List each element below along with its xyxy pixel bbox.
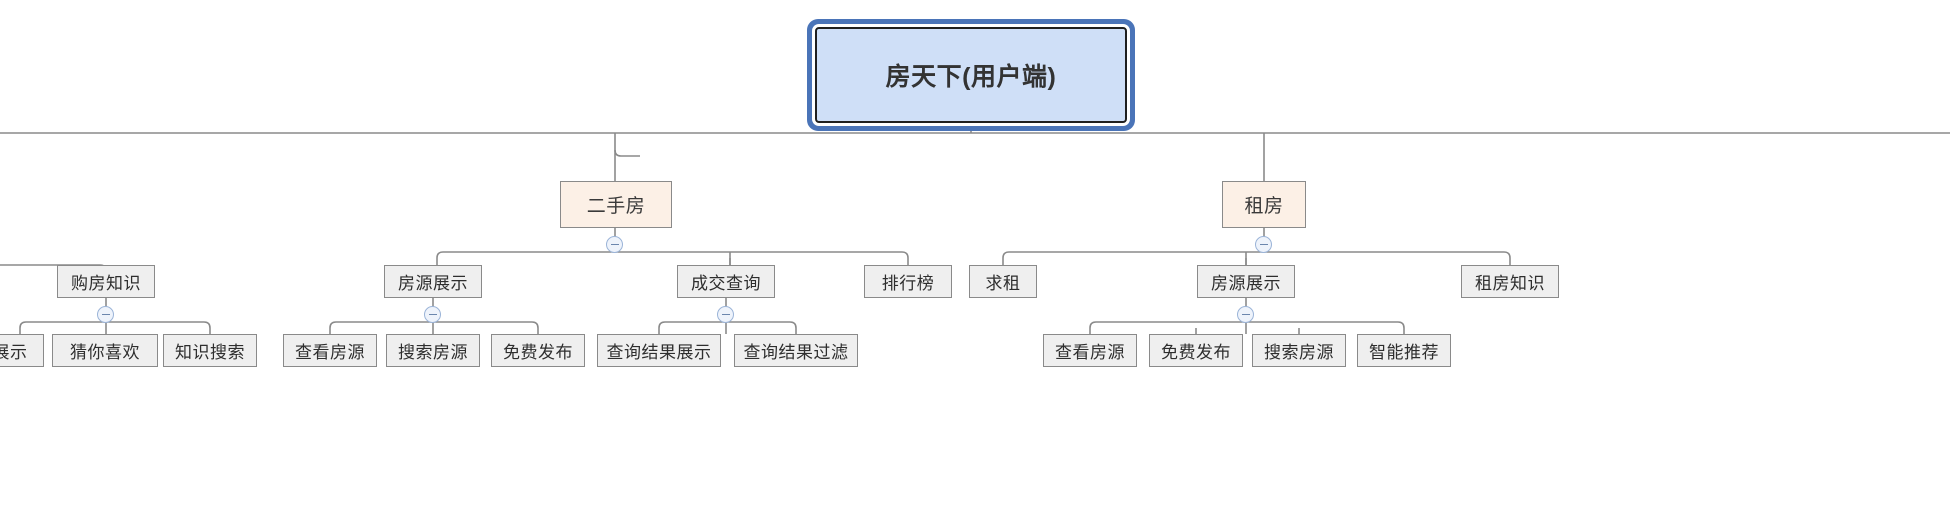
leaf-esf-mianfei-fabu[interactable]: 免费发布	[491, 334, 585, 367]
node-esf-fangyuan-zhanshi[interactable]: 房源展示	[384, 265, 482, 298]
minus-icon	[428, 314, 437, 315]
category-node-label: 二手房	[586, 196, 646, 217]
node-zf-qiuzu[interactable]: 求租	[969, 265, 1037, 298]
leaf-zf-zhineng-tuijian[interactable]: 智能推荐	[1357, 334, 1451, 367]
minus-icon	[721, 314, 730, 315]
leaf-esf-sousuo-fangyuan[interactable]: 搜索房源	[386, 334, 480, 367]
leaf-label: 搜索房源	[1264, 343, 1334, 362]
leaf-label: 查询结果展示	[606, 343, 712, 362]
leaf-zhishi-sousuo[interactable]: 知识搜索	[163, 334, 257, 367]
leaf-label: 知识搜索	[175, 343, 245, 362]
leaf-esf-chaxun-jieguo-guolv[interactable]: 查询结果过滤	[734, 334, 858, 367]
category-node-zufang[interactable]: 租房	[1222, 181, 1306, 228]
minus-icon	[101, 314, 110, 315]
node-label: 房源展示	[398, 274, 468, 293]
root-node-fangtianxia[interactable]: 房天下(用户端)	[815, 27, 1127, 123]
minus-icon	[1259, 244, 1268, 245]
leaf-label: 搜索房源	[398, 343, 468, 362]
collapse-toggle-gouf-zhishi[interactable]	[97, 306, 114, 323]
leaf-caini-xihuan[interactable]: 猜你喜欢	[52, 334, 158, 367]
leaf-label: 免费发布	[1161, 343, 1231, 362]
node-esf-paihangbang[interactable]: 排行榜	[864, 265, 952, 298]
leaf-label: 查询结果过滤	[743, 343, 849, 362]
node-zf-fangyuan-zhanshi[interactable]: 房源展示	[1197, 265, 1295, 298]
node-gouf-zhishi[interactable]: 购房知识	[57, 265, 155, 298]
leaf-label: 展示	[0, 343, 28, 362]
collapse-toggle-esf-chengjiao-chaxun[interactable]	[717, 306, 734, 323]
node-label: 排行榜	[881, 274, 935, 293]
category-node-ershoufang[interactable]: 二手房	[560, 181, 672, 228]
node-zf-zufang-zhishi[interactable]: 租房知识	[1461, 265, 1559, 298]
leaf-esf-chakan-fangyuan[interactable]: 查看房源	[283, 334, 377, 367]
node-label: 租房知识	[1475, 274, 1545, 293]
collapse-toggle-zufang[interactable]	[1255, 236, 1272, 253]
node-esf-chengjiao-chaxun[interactable]: 成交查询	[677, 265, 775, 298]
node-label: 求租	[985, 274, 1021, 293]
leaf-label: 查看房源	[1055, 343, 1125, 362]
leaf-zf-chakan-fangyuan[interactable]: 查看房源	[1043, 334, 1137, 367]
node-label: 购房知识	[71, 274, 141, 293]
node-label: 房源展示	[1211, 274, 1281, 293]
minus-icon	[1241, 314, 1250, 315]
node-label: 成交查询	[691, 274, 761, 293]
leaf-label: 查看房源	[295, 343, 365, 362]
leaf-zf-mianfei-fabu[interactable]: 免费发布	[1149, 334, 1243, 367]
collapse-toggle-esf-fangyuan-zhanshi[interactable]	[424, 306, 441, 323]
category-node-label: 租房	[1244, 196, 1284, 217]
leaf-label: 智能推荐	[1369, 343, 1439, 362]
minus-icon	[610, 244, 619, 245]
root-node-label: 房天下(用户端)	[885, 63, 1057, 91]
collapse-toggle-ershoufang[interactable]	[606, 236, 623, 253]
leaf-esf-chaxun-jieguo-zhanshi[interactable]: 查询结果展示	[597, 334, 721, 367]
leaf-label: 免费发布	[503, 343, 573, 362]
leaf-zf-sousuo-fangyuan[interactable]: 搜索房源	[1252, 334, 1346, 367]
leaf-label: 猜你喜欢	[70, 343, 140, 362]
leaf-zhanshi-clipped[interactable]: 展示	[0, 334, 44, 367]
collapse-toggle-zf-fangyuan-zhanshi[interactable]	[1237, 306, 1254, 323]
